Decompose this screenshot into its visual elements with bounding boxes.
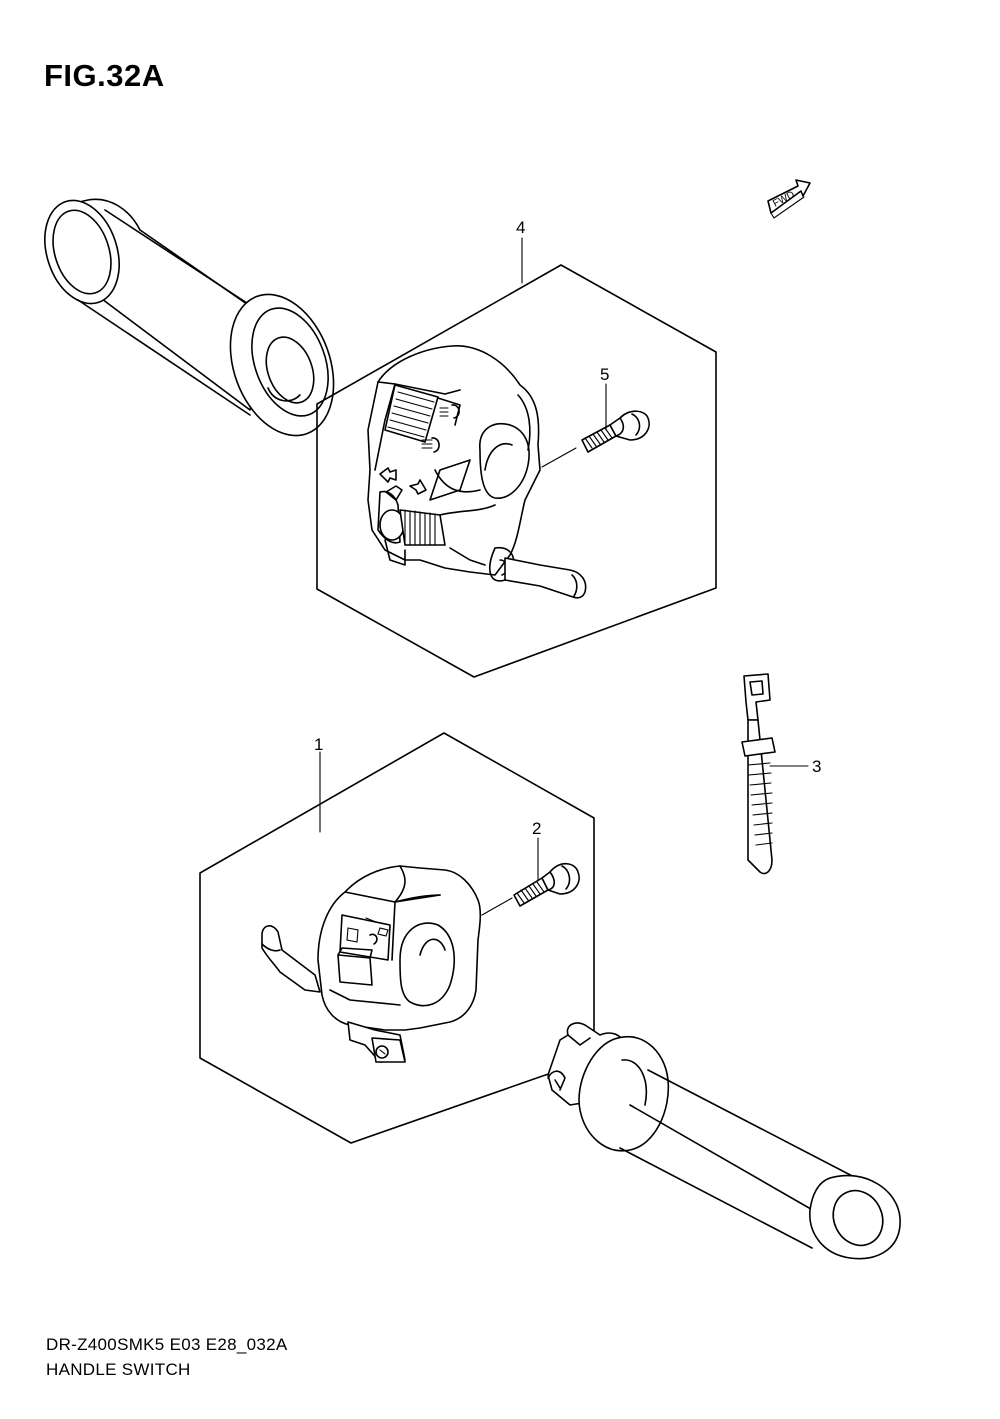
left-grip — [44, 198, 335, 437]
cable-tie-3 — [741, 673, 776, 875]
right-handle-switch-assembly — [261, 865, 482, 1063]
section-name: HANDLE SWITCH — [46, 1360, 191, 1379]
assembly-4-frame — [316, 264, 717, 678]
screw-5-axis — [541, 447, 577, 468]
callout-4: 4 — [516, 218, 525, 237]
screw-2-axis — [481, 897, 513, 916]
callout-3: 3 — [812, 757, 821, 776]
model-code: DR-Z400SMK5 E03 E28_032A — [46, 1335, 288, 1354]
fwd-label: FWD — [771, 189, 796, 209]
figure-title: FIG.32A — [44, 58, 165, 93]
callout-2: 2 — [532, 819, 541, 838]
screw-2 — [513, 862, 580, 907]
left-handle-switch-assembly — [367, 345, 587, 599]
fwd-arrow-marker: FWD — [767, 179, 811, 219]
screw-5 — [581, 410, 650, 453]
throttle-grip — [547, 1022, 901, 1260]
callout-1: 1 — [314, 735, 323, 754]
assembly-1-frame — [199, 732, 595, 1144]
callout-5: 5 — [600, 365, 609, 384]
